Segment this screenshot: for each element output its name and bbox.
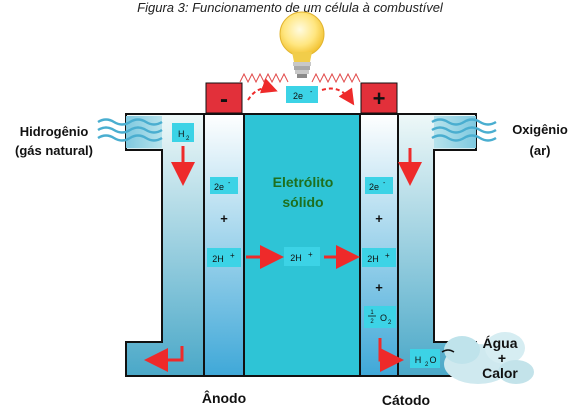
external-electron-label: 2e — [293, 91, 303, 101]
electrolyte — [243, 113, 361, 377]
product-water-label: Água — [483, 335, 518, 351]
cathode-protons: 2H + — [362, 248, 396, 267]
oxygen-label: Oxigênio — [512, 122, 568, 137]
oxygen-flow-lines — [431, 118, 497, 142]
anode-protons-label: 2H — [212, 254, 224, 264]
oxygen-source-label: (ar) — [530, 143, 551, 158]
electrolyte-subtitle: sólido — [282, 194, 323, 210]
anode-electrons-label: 2e — [214, 182, 224, 192]
hydrogen-source-label: (gás natural) — [15, 143, 93, 158]
cathode-exhaust-arrow — [378, 338, 404, 372]
cathode-plus-1: + — [375, 211, 383, 226]
anode-label: Ânodo — [202, 389, 246, 406]
figure-caption: Figura 3: Funcionamento de um célula à c… — [137, 0, 443, 15]
cathode-electrons-sup: - — [383, 180, 386, 187]
cathode-label: Cátodo — [382, 392, 430, 408]
water-output: H 2 O — [410, 349, 440, 368]
cathode-oxygen: 1 2 O 2 — [364, 306, 396, 328]
water-h-label: H — [415, 355, 422, 365]
half-numerator: 1 — [370, 310, 374, 316]
water-sub: 2 — [425, 362, 429, 368]
o2-label: O — [380, 313, 387, 323]
anode-electrons-sup: - — [228, 180, 231, 187]
water-o-label: O — [429, 355, 436, 365]
external-electron-sup: - — [310, 89, 313, 96]
hydrogen-channel — [125, 113, 205, 377]
h2-inlet: H 2 — [171, 123, 195, 186]
negative-terminal-label: - — [220, 86, 228, 113]
hydrogen-flow-lines — [97, 118, 163, 142]
middle-protons-label: 2H — [290, 253, 302, 263]
anode-electrode — [203, 113, 245, 377]
product-plus: + — [498, 350, 506, 366]
light-bulb-icon — [239, 11, 361, 84]
o2-sub: 2 — [388, 320, 392, 326]
h2-sub: 2 — [186, 136, 190, 142]
hydrogen-label: Hidrogênio — [20, 124, 89, 139]
half-denominator: 2 — [370, 319, 374, 325]
cathode-electrons: 2e - — [365, 177, 393, 194]
external-circuit: 2e - — [247, 78, 355, 106]
anode-protons-sup: + — [230, 251, 235, 260]
middle-protons-sup: + — [308, 250, 313, 259]
cathode-electrons-label: 2e — [369, 182, 379, 192]
anode-exhaust-arrow — [144, 346, 184, 372]
middle-protons: 2H + — [284, 247, 320, 266]
positive-terminal-label: + — [373, 86, 386, 111]
external-electron-badge — [286, 86, 318, 103]
cathode-electrode — [359, 113, 399, 377]
electrolyte-title: Eletrólito — [273, 174, 334, 190]
anode-protons: 2H + — [207, 248, 241, 267]
cathode-protons-label: 2H — [367, 254, 379, 264]
steam-cloud-icon — [441, 332, 534, 384]
product-heat-label: Calor — [482, 365, 518, 381]
cathode-plus-2: + — [375, 280, 383, 295]
anode-plus: + — [220, 211, 228, 226]
negative-terminal: - — [205, 82, 243, 114]
positive-terminal: + — [360, 82, 398, 114]
cathode-protons-sup: + — [385, 251, 390, 260]
h2-label: H — [178, 129, 185, 139]
anode-electrons: 2e - — [210, 177, 238, 194]
